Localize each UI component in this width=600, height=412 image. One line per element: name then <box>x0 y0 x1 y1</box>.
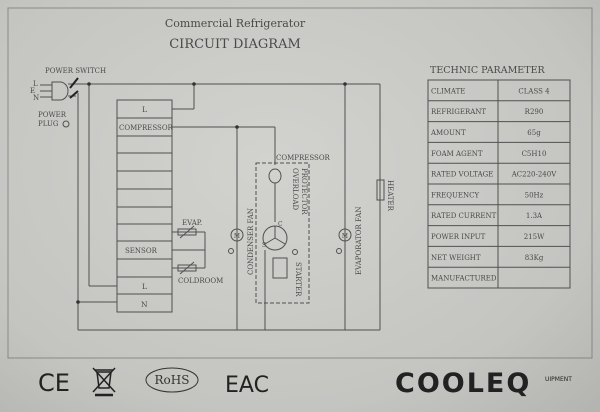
starter-icon <box>272 257 288 279</box>
power-plug-label: POWER <box>38 111 67 119</box>
starter-label: STARTER <box>294 262 302 297</box>
terminal-compressor: COMPRESSOR <box>119 124 174 132</box>
param-label: RATED CURRENT <box>431 212 497 220</box>
rohs-text: RoHS <box>155 373 190 387</box>
terminal-s: S <box>262 242 266 249</box>
brand-tagline: UIPMENT <box>545 376 572 383</box>
parameters-title: TECHNIC PARAMETER <box>430 65 546 76</box>
pin-n: N <box>33 94 39 102</box>
power-plug-label-2: PLUG <box>38 120 59 128</box>
compressor-box <box>255 162 310 304</box>
controller-terminal-block <box>116 99 173 313</box>
param-label: CLIMATE <box>431 87 465 95</box>
pin-l: L <box>33 80 38 88</box>
evap-sensor-icon <box>177 228 197 236</box>
terminal-c: C <box>278 221 283 228</box>
protector-label: PROTECTOR <box>300 168 308 215</box>
param-value: R290 <box>525 108 544 116</box>
wires <box>76 83 381 331</box>
ce-mark: CE <box>38 369 70 397</box>
param-value: 65g <box>527 129 541 137</box>
diagram-subtitle: Commercial Refrigerator <box>165 17 306 30</box>
overload-protector-icon <box>268 168 282 184</box>
param-label: AMOUNT <box>430 129 466 137</box>
motor-m-2: M <box>342 233 348 240</box>
evaporator-fan-motor-icon <box>338 228 352 242</box>
param-value: C5H10 <box>522 150 547 158</box>
brand-logo: COOLEQ <box>395 368 531 399</box>
ground-icon <box>62 120 70 128</box>
terminal-sensor: SENSOR <box>125 247 158 255</box>
condenser-fan-label: CONDENSER FAN <box>247 208 255 275</box>
param-value: 50Hz <box>525 191 544 199</box>
param-label: FOAM AGENT <box>431 150 483 158</box>
power-switch-icon <box>69 77 79 99</box>
param-label: MANUFACTURED <box>431 275 497 283</box>
evaporator-fan-label: EVAPORATOR FAN <box>355 207 363 275</box>
heater-icon <box>376 179 385 201</box>
compressor-label: COMPRESSOR <box>276 154 331 162</box>
terminal-l-bottom: L <box>142 282 147 291</box>
label-frame <box>7 7 593 359</box>
weee-bin-icon <box>92 367 116 397</box>
power-switch-label: POWER SWITCH <box>45 67 106 75</box>
param-value: 83Kg <box>525 254 544 262</box>
param-value: 1.3A <box>526 212 543 220</box>
rohs-badge <box>145 367 199 393</box>
param-value: AC220-240V <box>511 171 557 179</box>
param-value: 215W <box>524 233 545 241</box>
eac-mark: EAC <box>225 373 269 398</box>
heater-label: HEATER <box>386 180 394 212</box>
pin-e: E <box>30 87 35 95</box>
param-label: POWER INPUT <box>431 233 486 241</box>
param-value: CLASS 4 <box>518 87 550 95</box>
coldroom-sensor-label: COLDROOM <box>178 277 223 285</box>
param-label: NET WEIGHT <box>431 254 481 262</box>
param-label: RATED VOLTAGE <box>431 171 493 179</box>
terminal-n: N <box>141 300 148 309</box>
param-label: REFRIGERANT <box>431 108 486 116</box>
motor-m: M <box>234 233 240 240</box>
diagram-title: CIRCUIT DIAGRAM <box>169 37 301 52</box>
terminal-l-top: L <box>142 105 147 114</box>
coldroom-sensor-icon <box>177 264 197 272</box>
evap-sensor-label: EVAP. <box>182 219 202 227</box>
param-label: FREQUENCY <box>431 191 479 199</box>
overload-label: OVERLOAD <box>291 168 299 210</box>
condenser-fan-motor-icon <box>230 228 244 242</box>
